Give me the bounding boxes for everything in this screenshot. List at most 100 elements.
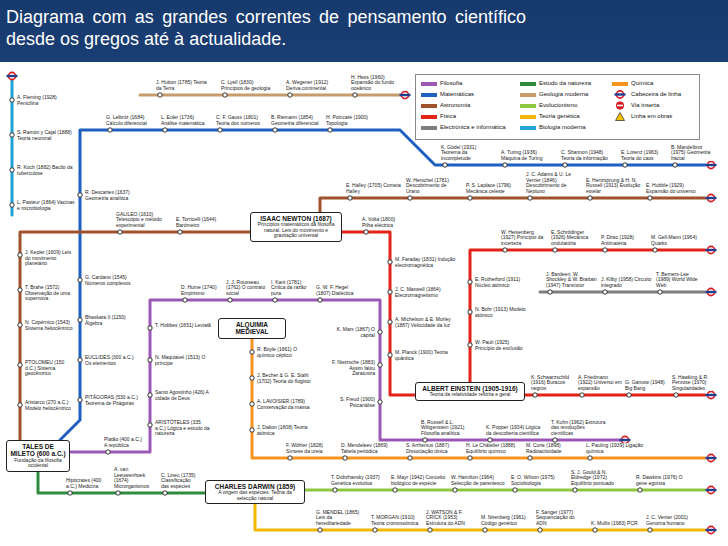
no-entry-bar [617, 105, 623, 107]
station-dot [364, 230, 368, 234]
station-dot [78, 278, 82, 282]
station-label: A. van Leeuwenhoek (1674) Microrganismos [114, 467, 158, 489]
station-label: S. Hawking & R. Penrose (1970) Singulari… [672, 375, 712, 392]
station-dot [218, 128, 222, 132]
station-label: R. Koch (1882) Bacilo da tuberculose [17, 165, 75, 176]
station-dot [648, 196, 652, 200]
station-dot [183, 298, 187, 302]
station-label: M. Planck (1900) Teoria quântica [395, 350, 457, 361]
station-label: A. LAVOISIER (1789) Conservação da massa [257, 399, 312, 410]
station-dot [673, 163, 677, 167]
legend-icon [612, 101, 628, 110]
station-dot [250, 350, 254, 354]
legend-text: Evolucionismo [539, 101, 578, 110]
station-dot [603, 290, 607, 294]
station-dot [250, 402, 254, 406]
station-label: F. Wöhler (1828) Síntese da ureia [286, 443, 336, 454]
metro-logo-bar [400, 94, 411, 96]
legend-item: Via inserta [612, 101, 659, 110]
station-dot [228, 298, 232, 302]
station-text: ISAAC NEWTON (1687) [254, 215, 338, 222]
station-label: J. Becher & G. E. Stahl (1702) Teoria do… [257, 373, 312, 384]
station-label: C. F. Gauss (1801) Teoria dos números [216, 115, 266, 126]
legend-text: Filosofia [440, 79, 462, 88]
station-box: ALQUIMIA MEDIEVAL [218, 318, 286, 339]
legend-swatch [421, 126, 437, 130]
station-label: J. Kepler (1609) Leis do movimento plane… [25, 250, 75, 267]
station-dot [388, 290, 392, 294]
legend-item: Astronomia [421, 101, 470, 110]
legend-item: Biologia moderna [520, 123, 586, 132]
station-label: Aristarco (270 a.C.) Modelo heliocêntric… [25, 400, 75, 411]
station-dot [273, 128, 277, 132]
station-dot [378, 400, 382, 404]
station-dot [468, 456, 472, 460]
station-dot [78, 318, 82, 322]
station-label: D. Hume (1740) Empirismo [181, 285, 221, 296]
station-dot [18, 253, 22, 257]
station-dot [503, 248, 507, 252]
metro-line [252, 328, 705, 458]
metro-line [540, 291, 705, 294]
station-dot [18, 363, 22, 367]
station-label: GALILEO (1610) Telescópio e método exper… [116, 212, 164, 229]
station-label: K. Mullis (1983) PCR [591, 521, 641, 527]
station-label: K. Schwarzschild (1916) Buracos negros [531, 375, 575, 392]
station-box: CHARLES DARWIN (1859)A origem das espéci… [205, 480, 305, 504]
station-dot [553, 438, 557, 442]
legend-item: Evolucionismo [520, 101, 578, 110]
legend-item: Teoria genética [520, 112, 580, 121]
station-label: G. Cardano (1545) Números complexos [85, 275, 140, 286]
station-dot [148, 358, 152, 362]
connector-lines [20, 232, 415, 493]
station-label: N. Copérnico (1543) Sistema heliocêntric… [25, 320, 75, 331]
station-dot [163, 491, 167, 495]
station-dot [250, 376, 254, 380]
metro-logo-bar [706, 489, 717, 491]
station-dot [273, 298, 277, 302]
station-label: M. Curie (1898) Radioactividade [526, 443, 584, 454]
station-label: B. Mandelbrot (1975) Geometria fractal [671, 145, 713, 162]
station-dot [443, 163, 447, 167]
station-dot [588, 196, 592, 200]
station-dot [223, 93, 227, 97]
station-label: S. J. Gould & N. Eldredge (1972) Equilíb… [571, 470, 626, 487]
station-label: L. Euler (1736) Análise matemática [161, 115, 211, 126]
station-dot [393, 488, 397, 492]
station-dot [563, 163, 567, 167]
station-label: E. Hertzsprung & H. N. Russell (1913) Ev… [586, 178, 641, 195]
metro-line [470, 250, 705, 390]
station-dot [580, 393, 584, 397]
station-dot [408, 196, 412, 200]
station-label: E. Lorenz (1963) Teoria do caos [621, 150, 667, 161]
station-dot [250, 428, 254, 432]
legend-text: Teoria genética [539, 112, 580, 121]
station-text: Princípios matemáticos da filosofia natu… [254, 222, 338, 239]
station-dots [10, 93, 678, 532]
station-label: H. Le Châtelier (1888) Equilíbrio químic… [466, 443, 524, 454]
station-dot [18, 323, 22, 327]
station-label: F. Sanger (1977) Sequenciação do ADN [536, 510, 586, 527]
station-label: P. S. Laplace (1796) Mecânica celeste [466, 183, 521, 194]
station-label: B. Riemann (1854) Geometria diferencial [271, 115, 321, 126]
station-label: E. Torricelli (1644) Barómetro [176, 217, 224, 228]
station-dot [10, 203, 14, 207]
terminus-icons [7, 72, 717, 533]
metro-line [300, 489, 705, 492]
metro-logo-bar [706, 394, 717, 396]
station-label: C. Lineu (1735) Classificação das espéci… [161, 473, 199, 490]
metro-line [500, 394, 705, 397]
station-label: S. Freud (1900) Psicanálise [325, 397, 375, 408]
station-label: F. Nietzsche (1883) Assim falou Zaratust… [325, 360, 375, 377]
station-label: K. Popper (1934) Lógica da descoberta ci… [486, 425, 541, 436]
station-label: Bhaskara II (1150) Álgebra [85, 315, 140, 326]
legend-item: Electrónica e informática [421, 123, 506, 132]
station-label: T. Dobzhansky (1937) Genética evolutiva [331, 475, 386, 486]
legend-item: Estudo da natureza [520, 79, 591, 88]
metro-line [11, 80, 14, 215]
station-dot [10, 133, 14, 137]
station-label: P. Dirac (1928) Antimatéria [601, 235, 649, 246]
legend-swatch [421, 115, 437, 119]
station-text: CHARLES DARWIN (1859) [209, 483, 301, 490]
station-label: PITÁGORAS (530 a.C.) Teorema de Pitágora… [85, 395, 140, 406]
